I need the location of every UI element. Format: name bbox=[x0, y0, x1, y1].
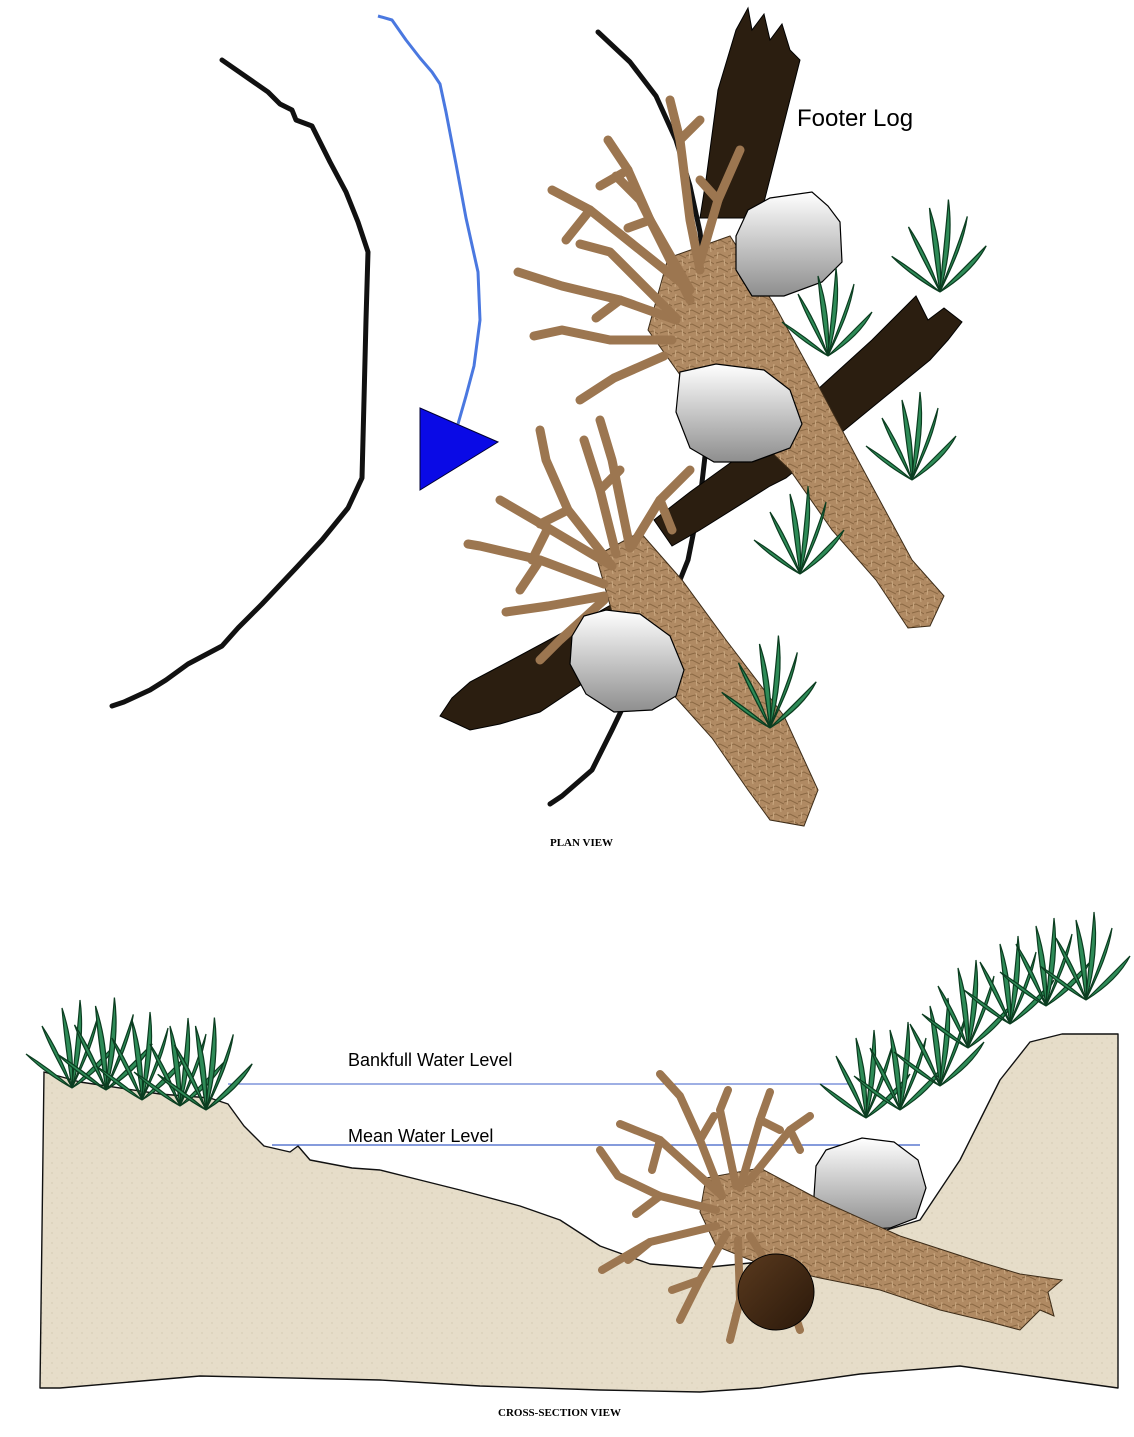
left-bank-line bbox=[112, 60, 368, 706]
grass-clump-icon bbox=[892, 200, 987, 292]
footer-log-end bbox=[738, 1254, 814, 1330]
footer-log bbox=[700, 8, 800, 218]
footer-log-label: Footer Log bbox=[797, 105, 913, 132]
plan-view: Footer Log PLAN VIEW bbox=[112, 8, 986, 849]
cross-section-view-title: CROSS-SECTION VIEW bbox=[498, 1407, 621, 1419]
bankfull-water-level-label: Bankfull Water Level bbox=[348, 1050, 512, 1070]
grass-clump-icon bbox=[866, 392, 956, 480]
mean-water-level-label: Mean Water Level bbox=[348, 1126, 493, 1146]
boulder bbox=[736, 192, 842, 296]
plan-view-title: PLAN VIEW bbox=[550, 837, 613, 849]
cross-section-view: Bankfull Water Level Mean Water Level bbox=[26, 912, 1130, 1419]
water-edge-line bbox=[378, 16, 480, 424]
